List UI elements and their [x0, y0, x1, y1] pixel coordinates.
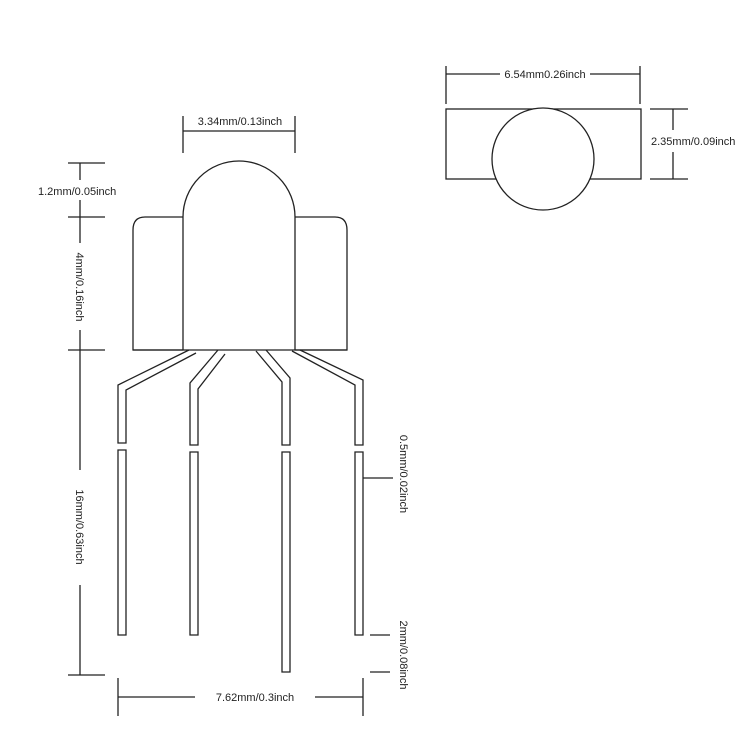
dim-pin-span [117, 678, 364, 716]
top-view-dome-circle [491, 107, 595, 211]
lead-3 [255, 349, 291, 446]
dim-left-verticals [68, 162, 105, 676]
label-dome-height: 1.2mm/0.05inch [38, 186, 116, 198]
lead-4 [291, 349, 364, 446]
label-pin-span: 7.62mm/0.3inch [216, 692, 294, 704]
led-dome [182, 160, 296, 350]
led-top-view [445, 107, 642, 211]
dim-top-depth [650, 108, 688, 180]
led-body-front [132, 160, 348, 351]
dim-top-width [445, 66, 641, 104]
lead-1 [117, 349, 197, 444]
lead-2 [189, 349, 226, 446]
dim-dome-width [182, 116, 296, 153]
label-lead-width: 0.5mm/0.02inch [397, 435, 409, 513]
label-lead-length: 16mm/0.63inch [73, 489, 85, 564]
label-top-depth: 2.35mm/0.09inch [651, 136, 735, 148]
label-lead-offset: 2mm/0.08inch [397, 620, 409, 689]
label-body-height: 4mm/0.16inch [73, 252, 85, 321]
dim-lead-offset [370, 634, 390, 673]
label-dome-width: 3.34mm/0.13inch [198, 116, 282, 128]
led-leads [117, 349, 364, 673]
label-top-width: 6.54mm0.26inch [504, 69, 585, 81]
